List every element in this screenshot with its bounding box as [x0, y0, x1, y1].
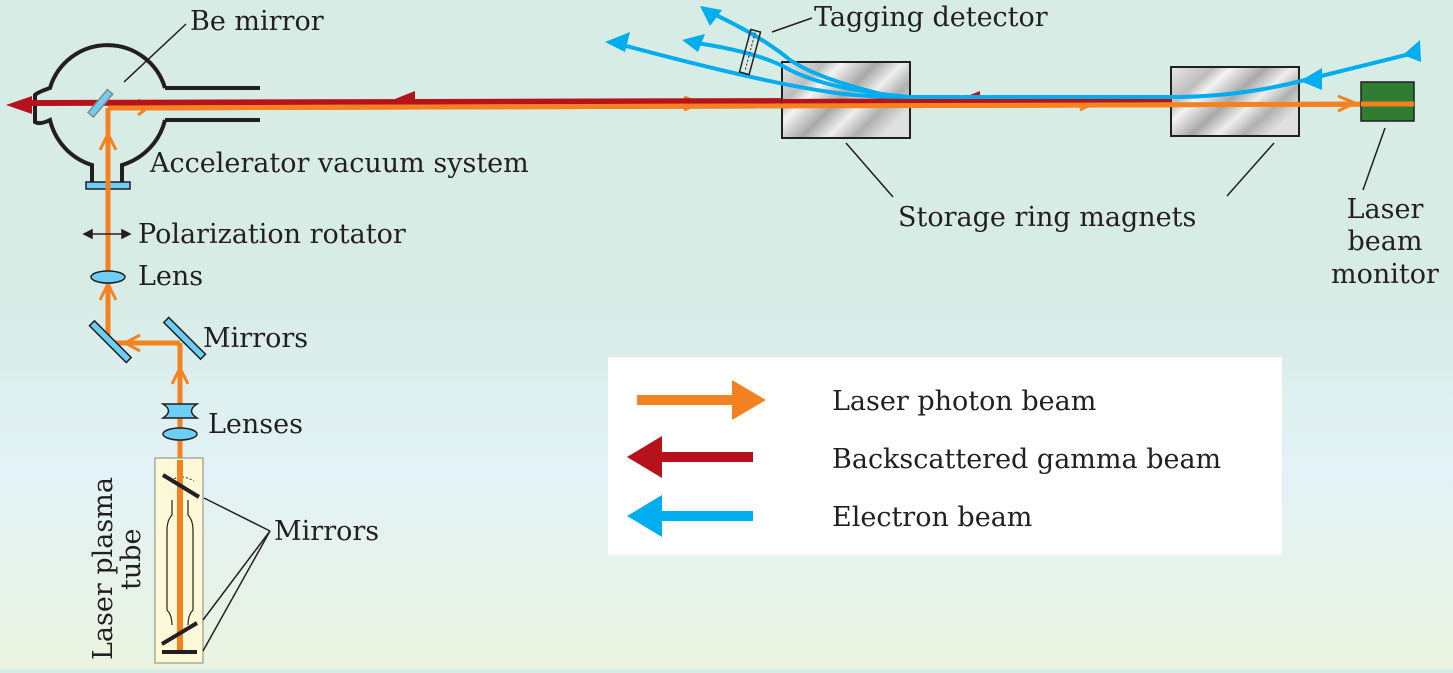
lens-label: Lens — [138, 261, 203, 292]
mirrors-upper-label: Mirrors — [203, 323, 308, 354]
laser-beam-segment — [107, 101, 1414, 111]
legend-item-gamma: Backscattered gamma beam — [627, 436, 1221, 478]
magnet-leader-2 — [1226, 142, 1275, 197]
legend-label-electron: Electron beam — [832, 502, 1032, 533]
legend-arrow-left-icon — [627, 436, 662, 478]
legend: Laser photon beam Backscattered gamma be… — [608, 357, 1282, 555]
storage-ring-magnets-label: Storage ring magnets — [898, 202, 1196, 233]
accelerator-vacuum-label: Accelerator vacuum system — [149, 148, 529, 179]
tube-mirror-bottom-angled — [160, 621, 199, 646]
mirrors-lower-leaders — [202, 497, 271, 652]
be-mirror — [87, 88, 114, 119]
tube-mirror-top — [161, 473, 201, 499]
legend-item-electron: Electron beam — [627, 495, 1032, 537]
convex-lens — [162, 427, 198, 441]
mirrors-lower-label: Mirrors — [274, 516, 379, 547]
storage-ring-magnet-2 — [1170, 66, 1300, 137]
tagging-detector — [738, 17, 813, 76]
monitor-label-line2: beam — [1348, 226, 1423, 257]
gamma-beam-segment — [781, 97, 1173, 105]
legend-label-gamma: Backscattered gamma beam — [832, 444, 1221, 475]
polarization-rotator-label: Polarization rotator — [138, 219, 406, 250]
laser-plasma-tube — [154, 457, 204, 664]
be-mirror-label: Be mirror — [190, 6, 324, 37]
legend-item-laser: Laser photon beam — [637, 380, 1096, 420]
magnet-leader-1 — [845, 142, 894, 198]
tagging-detector-label: Tagging detector — [814, 2, 1048, 33]
laser-plasma-tube-label-line1: Laser plasma — [88, 477, 119, 660]
monitor-leader — [1362, 127, 1386, 191]
laser-plasma-tube-label-line2: tube — [116, 528, 147, 590]
concave-lens — [160, 403, 200, 419]
legend-arrow-right-icon — [732, 380, 766, 420]
monitor-label-line1: Laser — [1347, 194, 1424, 225]
lens — [90, 270, 126, 284]
polarization-rotator-arrow — [82, 228, 132, 240]
electron-arrowheads — [605, 6, 1421, 90]
monitor-label-line3: monitor — [1331, 259, 1439, 290]
mirror-right — [162, 316, 207, 361]
electron-beam — [614, 8, 1419, 99]
mirror-left — [88, 319, 133, 364]
lenses-label: Lenses — [208, 409, 303, 440]
legend-label-laser: Laser photon beam — [832, 386, 1096, 417]
legend-arrow-left-icon — [627, 495, 662, 537]
be-mirror-leader — [123, 23, 187, 83]
